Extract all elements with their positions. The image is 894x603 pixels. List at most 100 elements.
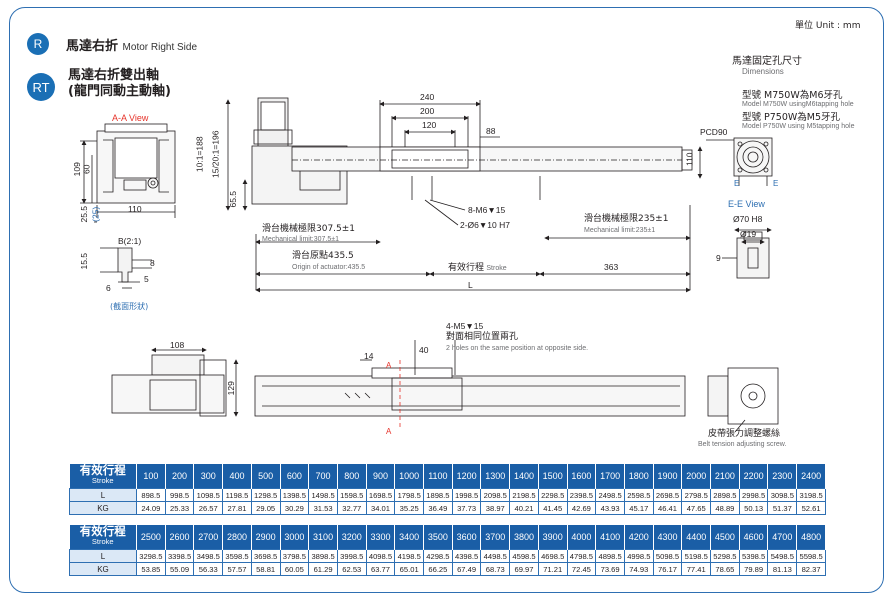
weight-row-cell: 78.65	[710, 562, 740, 576]
weight-row-cell: 57.57	[222, 562, 252, 576]
badge-r: R	[27, 33, 49, 55]
length-row-cell: 1198.5	[222, 488, 252, 502]
aa-d60: 60	[81, 164, 92, 174]
side-d363: 363	[604, 262, 619, 272]
length-row-cell: 2598.5	[623, 488, 654, 502]
side-L: L	[468, 280, 473, 290]
unit-label: 單位 Unit : mm	[795, 21, 861, 31]
top-d40: 40	[419, 345, 429, 355]
length-row-cell: 4298.5	[423, 549, 453, 563]
stroke-value: 4700	[767, 525, 798, 550]
stroke-value: 2600	[165, 525, 195, 550]
stroke-value: 1500	[538, 464, 568, 489]
end-view-drawing	[111, 347, 239, 417]
weight-row-cell: 45.17	[623, 501, 654, 515]
weight-row-cell: 32.77	[336, 501, 367, 515]
origin-zh: 滑台原點435.5	[292, 251, 354, 261]
weight-row-cell: 79.89	[738, 562, 769, 576]
stroke-value: 4300	[653, 525, 683, 550]
weight-row-cell: 24.09	[136, 501, 166, 515]
top-m5-zh: 對面相同位置兩孔	[446, 332, 519, 342]
top-view-drawing	[254, 340, 686, 430]
aa-d110: 110	[128, 204, 142, 214]
e-left-label: E	[734, 179, 740, 188]
length-row-cell: 3498.5	[193, 549, 224, 563]
length-row-cell: 5398.5	[738, 549, 769, 563]
length-row-label: L	[69, 549, 137, 563]
side-d110: 110	[684, 152, 695, 167]
length-row-cell: 1698.5	[365, 488, 396, 502]
top-m5: 4-M5▼15	[446, 321, 484, 331]
stroke-value: 1800	[624, 464, 654, 489]
weight-row-cell: 38.97	[480, 501, 511, 515]
bottom-a-label: A	[386, 427, 392, 436]
top-d108: 108	[170, 340, 185, 350]
stroke-value: 3700	[480, 525, 511, 550]
side-ratio1: 10:1=188	[194, 136, 205, 173]
weight-row-cell: 31.53	[308, 501, 338, 515]
weight-row-cell: 25.33	[164, 501, 195, 515]
stroke-value: 2300	[767, 464, 798, 489]
length-row-cell: 4198.5	[394, 549, 425, 563]
section-rt-title-line2: (龍門同動主動軸)	[68, 84, 171, 99]
stroke-value: 200	[165, 464, 195, 489]
length-row-cell: 898.5	[136, 488, 166, 502]
weight-row-cell: 43.93	[595, 501, 625, 515]
length-row-cell: 1298.5	[250, 488, 281, 502]
weight-row-cell: 51.37	[767, 501, 798, 515]
top-a-label: A	[386, 361, 392, 370]
stroke-value: 2200	[739, 464, 769, 489]
length-row-cell: 2898.5	[710, 488, 740, 502]
weight-row-cell: 67.49	[451, 562, 482, 576]
side-m6: 8-M6▼15	[468, 205, 506, 215]
belt-en: Belt tension adjusting screw.	[698, 441, 787, 448]
ee-d9: 9	[716, 253, 721, 263]
length-row-cell: 1498.5	[308, 488, 338, 502]
stroke-value: 400	[222, 464, 252, 489]
stroke-value: 1200	[452, 464, 482, 489]
stroke-value: 3200	[337, 525, 367, 550]
weight-row-cell: 42.69	[566, 501, 597, 515]
stroke-value: 2800	[222, 525, 252, 550]
length-row-cell: 1598.5	[336, 488, 367, 502]
flange-drawing	[706, 137, 773, 186]
side-d200: 200	[420, 106, 435, 116]
weight-row-label: KG	[69, 562, 137, 576]
stroke-zh: 有效行程	[448, 263, 485, 273]
stroke-value: 4200	[624, 525, 654, 550]
weight-row-cell: 52.61	[796, 501, 826, 515]
length-row-cell: 5298.5	[710, 549, 740, 563]
aa-d109: 109	[71, 162, 82, 177]
weight-row-cell: 74.93	[623, 562, 654, 576]
p750-en: Model P750W using M5tapping hole	[742, 123, 855, 130]
top-d14: 14	[364, 351, 374, 361]
stroke-header-en: Stroke	[91, 476, 114, 485]
b-detail-title: B(2:1)	[118, 236, 142, 246]
length-row-cell: 5198.5	[681, 549, 712, 563]
stroke-value: 2400	[796, 464, 826, 489]
weight-row-cell: 72.45	[566, 562, 597, 576]
page-frame	[9, 7, 884, 593]
stroke-value: 3800	[509, 525, 539, 550]
ee-view-title: E-E View	[728, 199, 765, 209]
aa-d255: 25.5	[79, 205, 90, 223]
weight-row-cell: 71.21	[537, 562, 568, 576]
stroke-value: 3600	[452, 525, 482, 550]
motor-holes-title-zh: 馬達固定孔尺寸	[732, 56, 802, 67]
mech-left-zh: 滑台機械極限307.5±1	[262, 224, 356, 234]
side-d655: 65.5	[228, 190, 239, 208]
stroke-value: 1900	[653, 464, 683, 489]
mech-right-en: Mechanical limit:235±1	[584, 227, 656, 234]
weight-row-cell: 56.33	[193, 562, 224, 576]
stroke-value: 300	[193, 464, 224, 489]
side-d88: 88	[486, 126, 496, 136]
length-row-cell: 4598.5	[509, 549, 539, 563]
ee-d70: Ø70 H8	[733, 214, 763, 224]
side-ratio2: 15/20:1=196	[210, 130, 221, 179]
stroke-value: 700	[308, 464, 338, 489]
length-row-cell: 4098.5	[365, 549, 396, 563]
length-row-cell: 2198.5	[509, 488, 539, 502]
